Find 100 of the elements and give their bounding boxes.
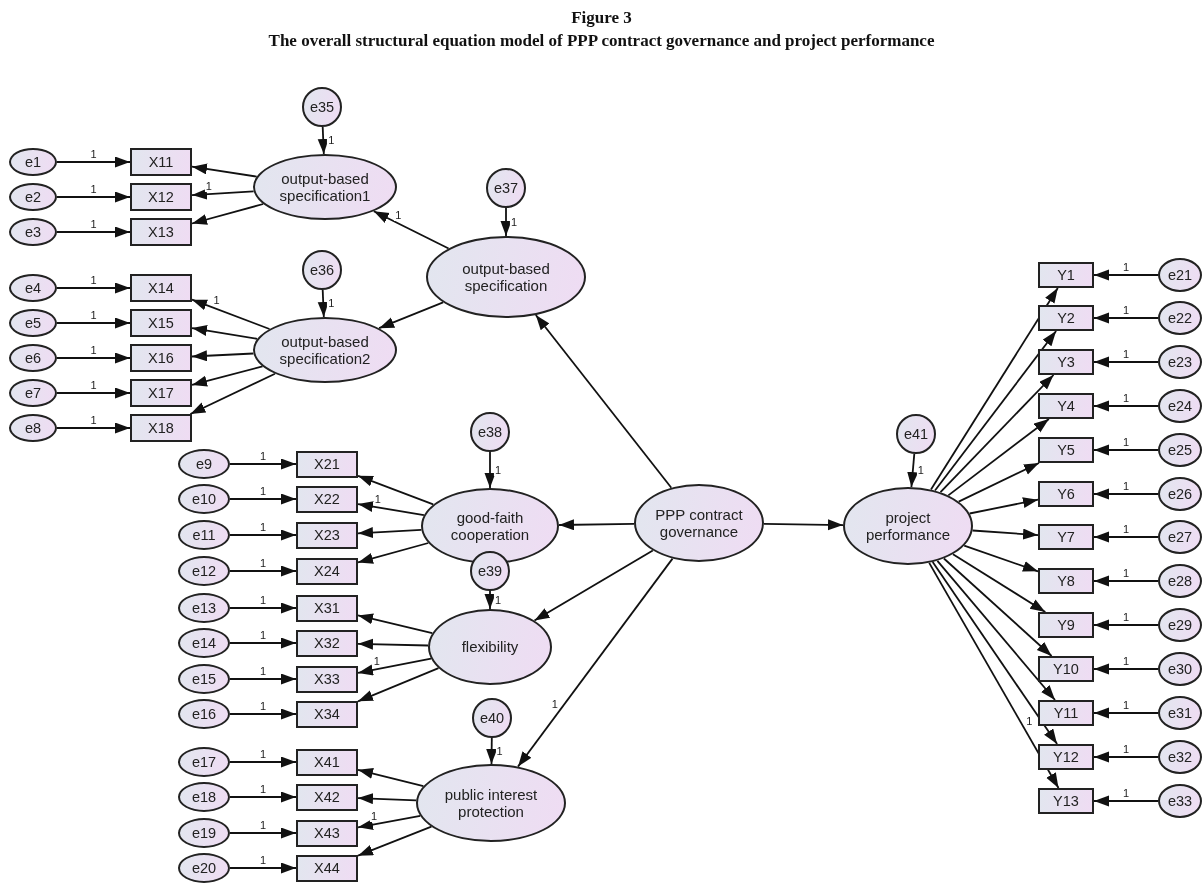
- arrow: [957, 462, 1040, 503]
- edge-label: 1: [258, 594, 268, 606]
- arrow: [763, 519, 844, 531]
- edge-label: 1: [372, 655, 381, 668]
- arrow: [372, 210, 450, 250]
- arrow: [1093, 269, 1159, 281]
- arrow: [928, 562, 1060, 789]
- arrow: [229, 493, 297, 505]
- observed-variable-box: X11: [130, 148, 192, 176]
- arrow: [533, 549, 654, 622]
- observed-variable-box: X24: [296, 557, 358, 585]
- edge-label: 1: [89, 309, 98, 321]
- error-term-ellipse: e31: [1158, 696, 1202, 730]
- arrow: [357, 825, 433, 857]
- error-term-ellipse: e22: [1158, 301, 1202, 335]
- arrow: [486, 737, 498, 765]
- edge-label: 1: [258, 521, 268, 533]
- arrow: [939, 374, 1055, 494]
- observed-variable-box: X17: [130, 379, 192, 407]
- arrow: [357, 542, 430, 564]
- arrow: [484, 451, 496, 489]
- arrow: [484, 590, 496, 610]
- figure-number: Figure 3: [570, 8, 633, 28]
- error-term-ellipse: e14: [178, 628, 230, 658]
- arrow: [191, 350, 255, 362]
- edge-label: 1: [916, 463, 925, 476]
- edge-label: 1: [327, 134, 336, 147]
- arrow: [1093, 707, 1159, 719]
- observed-variable-box: X16: [130, 344, 192, 372]
- latent-variable-ellipse: project performance: [843, 487, 973, 565]
- arrow: [191, 365, 264, 387]
- edge-label: 1: [1121, 261, 1131, 273]
- arrow: [189, 372, 276, 415]
- edge-label: 1: [258, 557, 268, 569]
- observed-variable-box: Y8: [1038, 568, 1094, 594]
- observed-variable-box: X14: [130, 274, 192, 302]
- arrow: [56, 352, 131, 364]
- observed-variable-box: X32: [296, 629, 358, 657]
- observed-variable-box: Y5: [1038, 437, 1094, 463]
- arrow: [229, 565, 297, 577]
- observed-variable-box: X21: [296, 450, 358, 478]
- latent-variable-ellipse: output-based specification: [426, 236, 586, 318]
- error-term-ellipse: e9: [178, 449, 230, 479]
- error-term-ellipse: e23: [1158, 345, 1202, 379]
- arrow: [317, 126, 329, 155]
- observed-variable-box: Y1: [1038, 262, 1094, 288]
- error-term-ellipse: e32: [1158, 740, 1202, 774]
- arrow: [357, 793, 418, 805]
- arrow: [56, 317, 131, 329]
- latent-variable-ellipse: flexibility: [428, 609, 552, 685]
- observed-variable-box: Y10: [1038, 656, 1094, 682]
- arrow: [1093, 575, 1159, 587]
- edge-label: 1: [1121, 392, 1131, 404]
- arrow: [1093, 751, 1159, 763]
- edge-label: 1: [1121, 436, 1131, 448]
- edge-label: 1: [1121, 655, 1131, 667]
- edge-label: 1: [258, 748, 268, 760]
- error-term-ellipse: e2: [9, 183, 57, 211]
- observed-variable-box: X31: [296, 594, 358, 622]
- error-term-ellipse: e35: [302, 87, 342, 127]
- arrow: [1093, 356, 1159, 368]
- arrow: [947, 418, 1050, 497]
- observed-variable-box: X33: [296, 665, 358, 693]
- edge-label: 1: [1121, 743, 1131, 755]
- arrow: [229, 458, 297, 470]
- edge-label: 1: [327, 297, 336, 310]
- edge-label: 1: [1121, 480, 1131, 492]
- error-term-ellipse: e10: [178, 484, 230, 514]
- observed-variable-box: X43: [296, 819, 358, 847]
- arrow: [56, 226, 131, 238]
- edge-label: 1: [89, 274, 98, 286]
- edge-label: 1: [89, 148, 98, 160]
- error-term-ellipse: e18: [178, 782, 230, 812]
- error-term-ellipse: e5: [9, 309, 57, 337]
- error-term-ellipse: e26: [1158, 477, 1202, 511]
- error-term-ellipse: e4: [9, 274, 57, 302]
- observed-variable-box: Y7: [1038, 524, 1094, 550]
- observed-variable-box: Y2: [1038, 305, 1094, 331]
- edge-label: 1: [495, 744, 504, 757]
- edge-label: 1: [258, 629, 268, 641]
- error-term-ellipse: e21: [1158, 258, 1202, 292]
- error-term-ellipse: e38: [470, 412, 510, 452]
- latent-variable-ellipse: output-based specification1: [253, 154, 397, 220]
- arrow: [1093, 444, 1159, 456]
- observed-variable-box: Y9: [1038, 612, 1094, 638]
- arrow: [229, 791, 297, 803]
- observed-variable-box: Y3: [1038, 349, 1094, 375]
- edge-label: 1: [394, 208, 403, 221]
- error-term-ellipse: e12: [178, 556, 230, 586]
- observed-variable-box: X34: [296, 700, 358, 728]
- arrow: [357, 768, 425, 787]
- observed-variable-box: Y4: [1038, 393, 1094, 419]
- edge-label: 1: [1025, 714, 1034, 727]
- edge-label: 1: [258, 665, 268, 677]
- arrow: [1093, 795, 1159, 807]
- edge-label: 1: [204, 180, 213, 193]
- error-term-ellipse: e40: [472, 698, 512, 738]
- latent-variable-ellipse: PPP contract governance: [634, 484, 764, 562]
- arrow: [1093, 531, 1159, 543]
- arrow: [907, 453, 919, 488]
